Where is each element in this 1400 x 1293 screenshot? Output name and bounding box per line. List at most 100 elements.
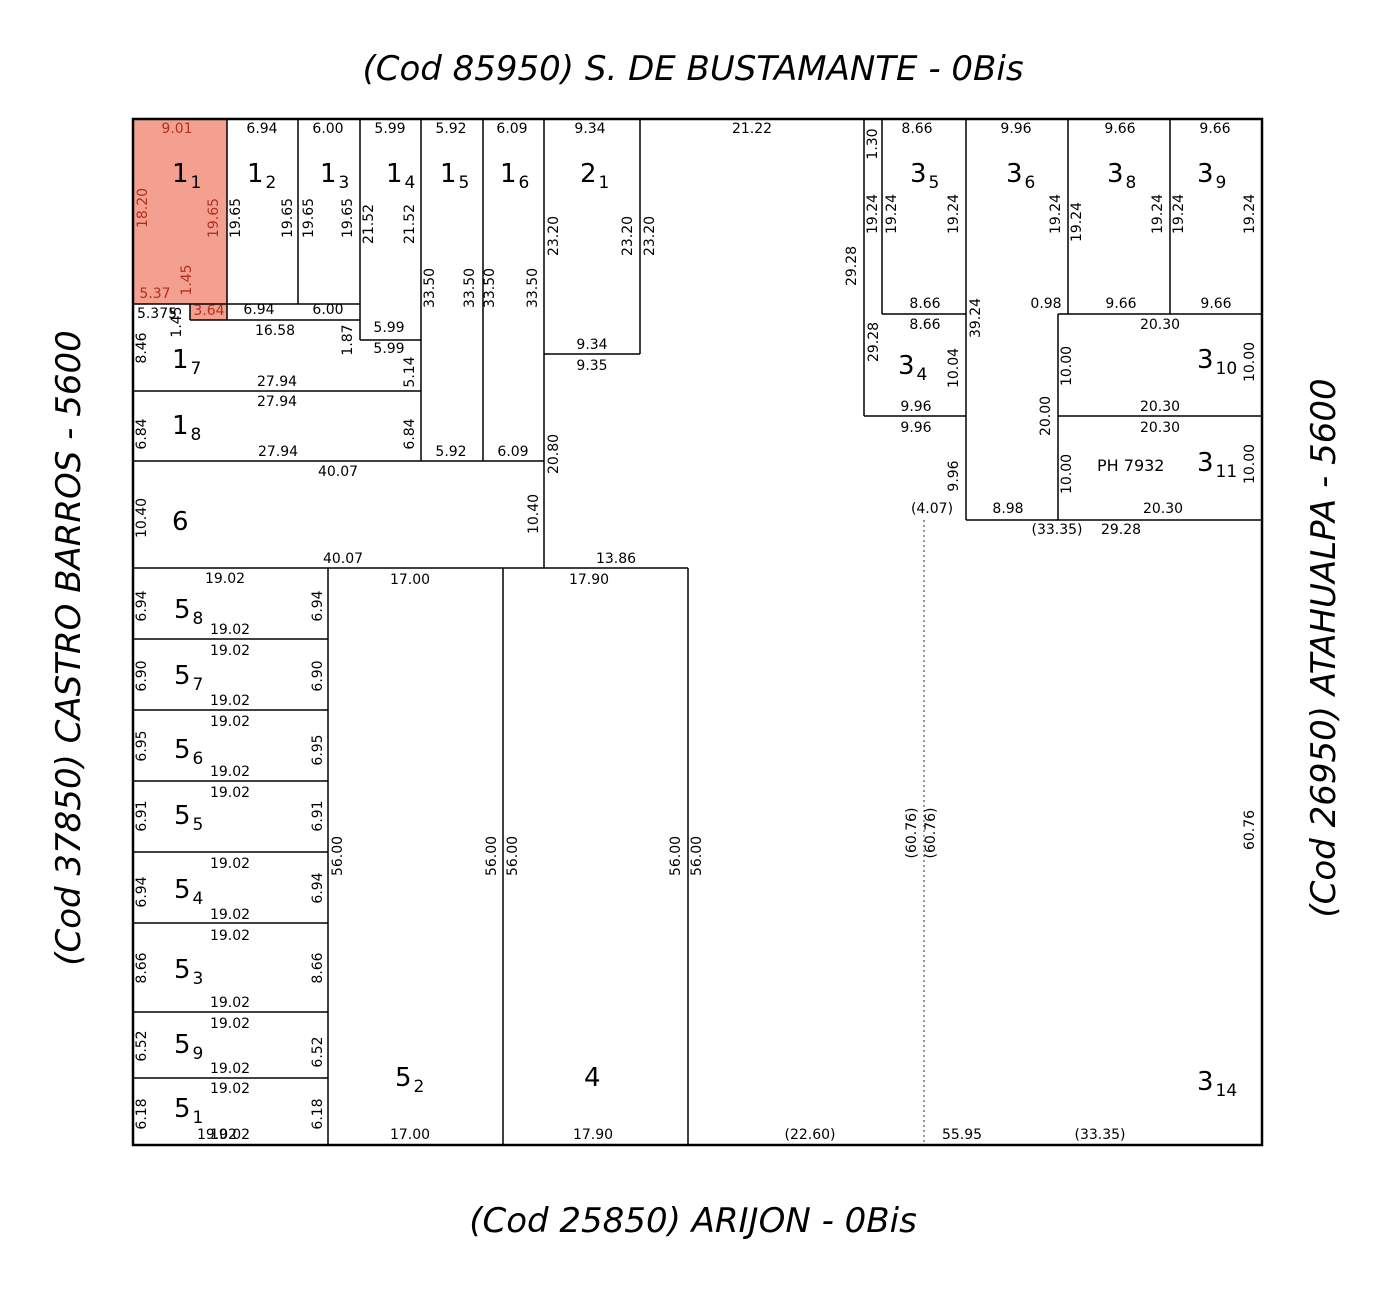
dimension-label: 10.40 — [134, 498, 150, 538]
dimension-label: 19.02 — [210, 622, 250, 638]
dimension-label: 20.30 — [1140, 420, 1180, 436]
dimension-label: 19.02 — [210, 785, 250, 801]
dimension-label: 56.00 — [484, 836, 500, 876]
dimension-label: 6.95 — [134, 730, 150, 761]
dimension-label: 8.46 — [134, 332, 150, 363]
dimension-label: 55.95 — [942, 1127, 982, 1143]
dimension-label: 56.00 — [505, 836, 521, 876]
dimension-label: 19.02 — [205, 571, 245, 587]
dimension-label: 10.00 — [1242, 342, 1258, 382]
dimension-label: 33.50 — [525, 268, 541, 308]
dimension-label: 33.50 — [422, 268, 438, 308]
dimension-label: 40.07 — [323, 551, 363, 567]
dimension-label: 20.30 — [1140, 317, 1180, 333]
block-boundary — [131, 117, 1264, 1147]
dimension-label: 16.58 — [255, 323, 295, 339]
dimension-label: 60.76 — [1242, 810, 1258, 850]
dimension-label: 6.84 — [402, 418, 418, 449]
dimension-label: 19.02 — [210, 907, 250, 923]
dimension-label: 6.94 — [134, 876, 150, 907]
dimension-label: 19.02 — [197, 1127, 237, 1143]
highlighted-lot[interactable] — [133, 119, 227, 320]
dimension-label: 9.34 — [574, 121, 605, 137]
dimension-label: 5.99 — [373, 341, 404, 357]
dimension-label: 13.86 — [596, 551, 636, 567]
dimension-label: 9.66 — [1199, 121, 1230, 137]
dimension-label: 6.94 — [246, 121, 277, 137]
dimension-label: 19.02 — [210, 995, 250, 1011]
dimension-label: (22.60) — [784, 1127, 835, 1143]
dimension-label: 6.52 — [134, 1030, 150, 1061]
street-east: (Cod 26950) ATAHUALPA - 5600 — [1304, 378, 1344, 917]
dimension-label: 19.24 — [1171, 194, 1187, 234]
dimension-label: (33.35) — [1031, 522, 1082, 538]
dimension-label: 6.90 — [310, 660, 326, 691]
dimension-label: (4.07) — [911, 501, 953, 517]
dimension-label: 23.20 — [620, 216, 636, 256]
dimension-label: 6.18 — [134, 1098, 150, 1129]
lot-label: 4 — [584, 1063, 601, 1093]
dimension-label: 17.00 — [390, 1127, 430, 1143]
dimension-label: 27.94 — [258, 444, 298, 460]
ph-label: PH 7932 — [1097, 456, 1164, 475]
street-west: (Cod 37850) CASTRO BARROS - 5600 — [49, 330, 89, 966]
dimension-label: 10.04 — [946, 348, 962, 388]
dimension-label: 10.00 — [1059, 454, 1075, 494]
dimension-label: 5.99 — [373, 320, 404, 336]
dimension-label: 21.22 — [732, 121, 772, 137]
dimension-label: 19.65 — [301, 198, 317, 238]
dimension-label: 19.65 — [340, 198, 356, 238]
dimension-label: 17.90 — [569, 572, 609, 588]
dimension-label: 5.37 — [139, 286, 170, 302]
dimension-label: 29.28 — [844, 246, 860, 286]
dimension-label: (60.76) — [904, 807, 920, 858]
dimension-label: 6.84 — [134, 418, 150, 449]
dimension-label: 19.02 — [210, 1016, 250, 1032]
dimension-label: 6.94 — [310, 872, 326, 903]
dimension-label: 6.91 — [134, 800, 150, 831]
lot-lines — [133, 119, 1262, 1145]
dimension-label: 6.94 — [310, 590, 326, 621]
dimension-label: 19.65 — [280, 198, 296, 238]
dimension-label: 6.91 — [310, 800, 326, 831]
dimension-label: 1.30 — [865, 128, 881, 159]
dimension-label: 19.65 — [206, 198, 222, 238]
dimension-label: 9.66 — [1104, 121, 1135, 137]
dimension-label: 1.45 — [179, 264, 195, 295]
dimension-label: 20.30 — [1140, 399, 1180, 415]
dimension-label: 10.00 — [1242, 444, 1258, 484]
street-south: (Cod 25850) ARIJON - 0Bis — [469, 1201, 917, 1241]
dimension-label: 6.00 — [312, 121, 343, 137]
dimension-label: 19.24 — [1242, 194, 1258, 234]
dimension-label: 19.02 — [210, 693, 250, 709]
dimension-label: 33.50 — [462, 268, 478, 308]
dimension-label: 8.66 — [909, 296, 940, 312]
dimension-label: 8.66 — [909, 317, 940, 333]
dimension-label: 6.94 — [243, 302, 274, 318]
dimension-label: 20.80 — [546, 434, 562, 474]
dimension-label: 19.02 — [210, 643, 250, 659]
dimension-label: 9.01 — [161, 121, 192, 137]
dimension-label: 19.02 — [210, 764, 250, 780]
dimension-label: 9.96 — [946, 460, 962, 491]
dimension-label: 10.00 — [1059, 346, 1075, 386]
dimension-label: 8.66 — [134, 952, 150, 983]
